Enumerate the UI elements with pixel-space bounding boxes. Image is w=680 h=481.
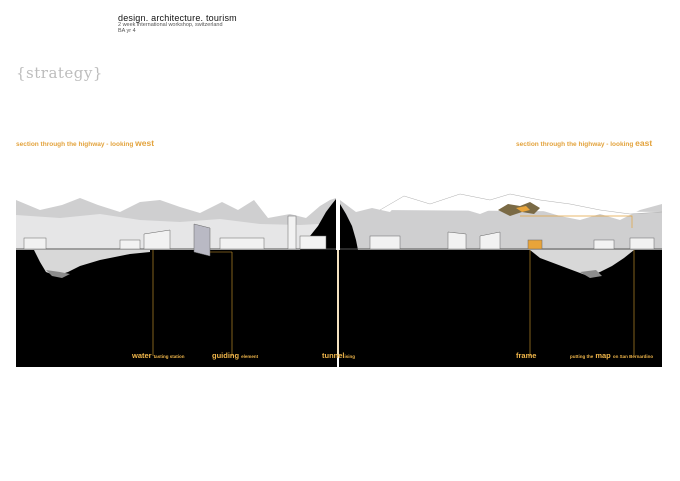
river-bed-west: [46, 270, 70, 278]
label-tunnel-detail: ising: [344, 354, 356, 359]
section-title-west-prefix: section through the highway - looking: [16, 141, 134, 148]
label-guiding-detail: element: [241, 354, 259, 359]
header-subtitle: 2 week international workshop, switzerla…: [118, 22, 223, 29]
river-bed-east: [580, 270, 602, 278]
river-valley-west: [34, 250, 150, 276]
label-map: putting the map on San Bernardino: [570, 351, 653, 360]
label-map-before: putting the: [570, 354, 594, 359]
strategy-heading: {strategy}: [16, 64, 103, 82]
header: design. architecture. tourism 2 week int…: [118, 13, 237, 35]
label-water-tasting-station: water tasting station: [132, 351, 184, 360]
section-west-panel: [16, 198, 339, 367]
dark-cliff-west: [300, 199, 336, 250]
label-tunnel-main: tunnel: [322, 351, 345, 360]
ground-section-east: [339, 250, 662, 367]
label-frame-main: frame: [516, 351, 537, 360]
label-tunnel: tunnelising: [322, 351, 355, 360]
frame-outline: [520, 215, 633, 228]
buildings-east: [369, 231, 655, 250]
label-map-after: on San Bernardino: [612, 354, 654, 359]
header-course: BA yr 4: [118, 28, 136, 35]
label-guiding-element: guiding element: [212, 351, 258, 360]
label-water-detail: tasting station: [153, 354, 185, 359]
dark-cliff-east: [340, 204, 358, 250]
label-frame: frame: [516, 351, 536, 360]
section-title-west-direction: west: [135, 138, 155, 148]
label-water-main: water: [132, 351, 152, 360]
river-valley-east: [530, 250, 634, 276]
guide-lines-east: [529, 250, 635, 356]
section-east-panel: [339, 193, 663, 367]
mountain-white-east: [379, 193, 663, 215]
header-title: design. architecture. tourism: [118, 13, 237, 23]
label-guiding-main: guiding: [212, 351, 240, 360]
map-cloud-icon: [498, 202, 540, 216]
buildings-west: [23, 215, 327, 257]
section-title-east: section through the highway - looking ea…: [516, 138, 652, 148]
section-title-west: section through the highway - looking we…: [16, 138, 154, 148]
guide-lines-west: [152, 250, 339, 356]
section-title-east-direction: east: [635, 138, 653, 148]
section-title-east-prefix: section through the highway - looking: [516, 141, 634, 148]
label-map-main: map: [595, 351, 611, 360]
